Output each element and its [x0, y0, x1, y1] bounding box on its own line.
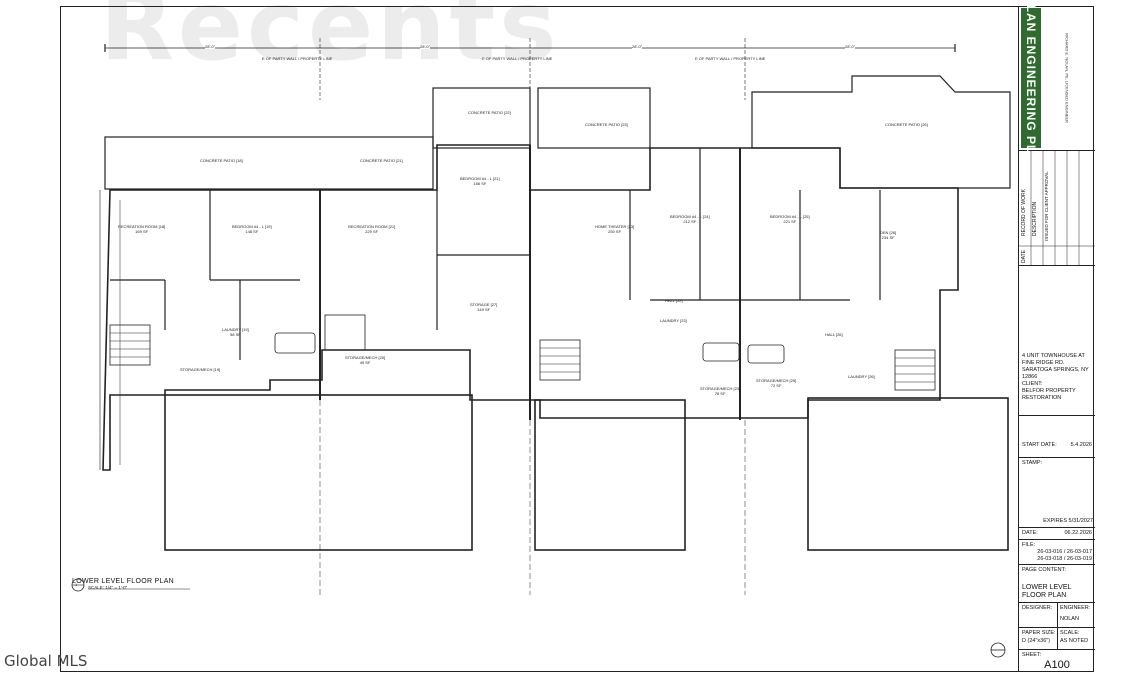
dimension-label: 28'-0" — [205, 44, 216, 49]
dimension-label: 28'-0" — [845, 44, 856, 49]
room-label: BEDROOM #4 - L [21]166 SF — [460, 176, 500, 186]
sheet-label: SHEET: — [1022, 652, 1042, 658]
detail-id: 1 — [75, 582, 78, 587]
page-content-block: PAGE CONTENT: LOWER LEVEL FLOOR PLAN — [1019, 565, 1095, 603]
description-row: ISSUED FOR CLIENT APPROVAL — [1044, 171, 1049, 241]
file-label: FILE: — [1022, 542, 1036, 548]
engineer-value: NOLAN — [1060, 616, 1079, 622]
expires-text: EXPIRES 5/31/2027 — [1043, 518, 1093, 524]
record-of-work-grid — [1019, 151, 1095, 266]
date-value: 06.22.2026 — [1064, 530, 1092, 536]
start-date-value: 5.4.2026 — [1070, 442, 1092, 448]
firm-subtitle: RICHARD E. NOLAN, PE, LICENSED ENGINEER — [1064, 33, 1070, 123]
date-label: DATE: — [1022, 530, 1038, 536]
sheet-block: SHEET: A100 — [1019, 650, 1095, 672]
room-label: DEN [26]234 SF — [880, 230, 897, 240]
title-block: NOLAN ENGINEERING PLLC RICHARD E. NOLAN,… — [1018, 0, 1095, 672]
description-label: DESCRIPTION — [1032, 201, 1038, 236]
watermark-text: Recents — [100, 0, 561, 82]
room-label: LAUNDRY [26] — [848, 374, 875, 379]
start-date-label: START DATE: — [1022, 442, 1057, 448]
drawing-sheet-border — [60, 6, 1094, 672]
file-line: 26-03-016 / 26-03-017 — [1037, 549, 1092, 555]
party-wall-note: E OF PARTY WALL / PROPERTY LINE — [695, 56, 766, 61]
designer-label: DESIGNER: — [1022, 605, 1053, 611]
stamp-block: STAMP: EXPIRES 5/31/2027 — [1019, 458, 1095, 528]
page-content-label: PAGE CONTENT: — [1022, 567, 1066, 573]
room-label: STORAGE/MECH [25]72 SF — [756, 378, 797, 388]
date-block: DATE: 06.22.2026 — [1019, 528, 1095, 540]
start-date-block: START DATE: 5.4.2026 — [1019, 440, 1095, 458]
date-label: DATE — [1021, 250, 1027, 263]
mls-watermark: Global MLS — [4, 652, 88, 670]
paper-size-value: D (24"x36") — [1022, 638, 1051, 644]
engineer-label: ENGINEER: — [1060, 605, 1091, 611]
patio-label: CONCRETE PATIO [23] — [585, 122, 628, 127]
patio-label: CONCRETE PATIO [21] — [360, 158, 403, 163]
room-label: RECREATION ROOM [18]169 SF — [118, 224, 166, 234]
room-label: HOME THEATER [23]250 SF — [595, 224, 635, 234]
patio-label: CONCRETE PATIO [26] — [885, 122, 928, 127]
scale-label: SCALE: — [1060, 630, 1080, 636]
party-wall-note: E OF PARTY WALL / PROPERTY LINE — [262, 56, 333, 61]
file-line: 26-03-018 / 26-03-019 — [1037, 556, 1092, 562]
room-label: HALL [26] — [825, 332, 843, 337]
designer-engineer-block: DESIGNER: ENGINEER: NOLAN — [1019, 603, 1095, 628]
room-label: STORAGE/MECH [23]78 SF — [700, 386, 741, 396]
project-name: 4 UNIT TOWNHOUSE AT FINE RIDGE RD. SARAT… — [1022, 353, 1089, 380]
record-of-work-label: RECORD OF WORK — [1021, 189, 1027, 236]
stamp-label: STAMP: — [1022, 460, 1043, 466]
project-block: 4 UNIT TOWNHOUSE AT FINE RIDGE RD. SARAT… — [1019, 351, 1095, 416]
room-label: BEDROOM #4 - L [25]221 SF — [770, 214, 810, 224]
patio-label: CONCRETE PATIO [22] — [468, 110, 511, 115]
client-name: BELFOR PROPERTY RESTORATION — [1022, 388, 1076, 401]
firm-block: NOLAN ENGINEERING PLLC RICHARD E. NOLAN,… — [1019, 0, 1095, 171]
room-label: BEDROOM #4 - L [19]148 SF — [232, 224, 272, 234]
paper-scale-block: PAPER SIZE: D (24"x36") SCALE: AS NOTED — [1019, 628, 1095, 650]
plan-scale: SCALE: 1/4" = 1'-0" — [88, 585, 128, 590]
firm-logo: NOLAN ENGINEERING PLLC — [1021, 0, 1041, 171]
scale-value: AS NOTED — [1060, 638, 1089, 644]
party-wall-note: E OF PARTY WALL / PROPERTY LINE — [482, 56, 553, 61]
client-label: CLIENT: — [1022, 381, 1043, 387]
page-content-value: LOWER LEVEL FLOOR PLAN — [1022, 584, 1072, 599]
record-of-work-block: RECORD OF WORK DESCRIPTION ISSUED FOR CL… — [1019, 151, 1095, 266]
room-label: STORAGE [27]149 SF — [470, 302, 498, 312]
room-label: HALL [22] — [665, 298, 683, 303]
room-label: BEDROOM #4 - L [24]212 SF — [670, 214, 710, 224]
room-label: LAUNDRY [23] — [660, 318, 687, 323]
room-label: STORAGE/MECH [19] — [180, 367, 221, 372]
file-block: FILE: 26-03-016 / 26-03-017 26-03-018 / … — [1019, 540, 1095, 565]
plan-title: LOWER LEVEL FLOOR PLAN — [72, 578, 175, 585]
dimension-label: 28'-0" — [632, 44, 643, 49]
sheet-number: A100 — [1044, 659, 1070, 671]
dimension-label: 28'-0" — [420, 44, 431, 49]
room-label: STORAGE/MECH [20]49 SF — [345, 355, 386, 365]
room-label: LAUNDRY [19]58 SF — [222, 327, 249, 337]
paper-size-label: PAPER SIZE: — [1022, 630, 1056, 636]
room-label: RECREATION ROOM [21]229 SF — [348, 224, 396, 234]
patio-label: CONCRETE PATIO [18] — [200, 158, 243, 163]
